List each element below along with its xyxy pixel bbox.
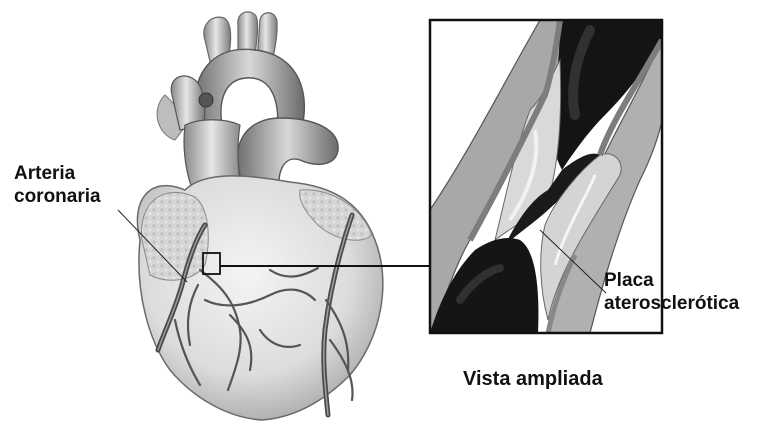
coronary-artery-label: Arteria coronaria xyxy=(14,163,101,209)
coronary-artery-label-line2: coronaria xyxy=(14,186,101,209)
plaque-label: Placa aterosclerótica xyxy=(604,270,739,316)
zoom-caption: Vista ampliada xyxy=(463,367,603,391)
vessel-opening xyxy=(199,93,213,107)
plaque-label-line2: aterosclerótica xyxy=(604,293,739,316)
plaque-label-line1: Placa xyxy=(604,270,739,293)
coronary-artery-label-line1: Arteria xyxy=(14,163,101,186)
heart-illustration xyxy=(137,12,382,420)
